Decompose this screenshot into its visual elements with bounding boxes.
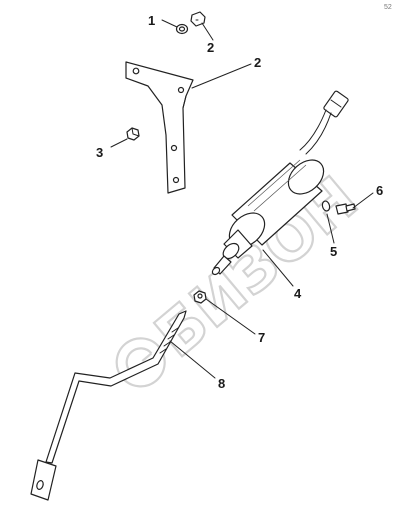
leader-7 — [201, 22, 214, 41]
part-3-solenoid — [211, 90, 349, 276]
leader-lines — [110, 19, 374, 379]
callout-7: 2 — [207, 40, 214, 55]
leader-6 — [191, 63, 252, 89]
callout-1: 8 — [218, 376, 225, 391]
callout-3: 4 — [294, 286, 302, 301]
part-1-rod — [30, 310, 187, 501]
callout-4: 5 — [330, 244, 337, 259]
callout-5: 6 — [376, 183, 383, 198]
leader-2-lower — [205, 298, 256, 335]
part-5-bolt — [335, 203, 356, 215]
part-2-nut-lower — [193, 290, 207, 304]
leader-2-upper — [110, 138, 128, 148]
part-8-washer — [175, 23, 189, 35]
leader-4 — [326, 213, 335, 244]
leader-3 — [262, 249, 294, 287]
part-2-nut-upper — [126, 127, 140, 141]
leader-1 — [169, 340, 216, 379]
part-7-bolt — [190, 11, 206, 27]
callout-6: 2 — [254, 55, 261, 70]
callout-2-upper: 3 — [96, 145, 103, 160]
leader-5 — [352, 192, 374, 209]
corner-mark: 52 — [384, 4, 392, 11]
callout-8: 1 — [148, 13, 155, 28]
leader-8 — [161, 19, 178, 28]
part-4-spring-washer — [321, 200, 331, 212]
part-6-bracket — [125, 61, 194, 194]
callout-2-lower: 7 — [258, 330, 265, 345]
